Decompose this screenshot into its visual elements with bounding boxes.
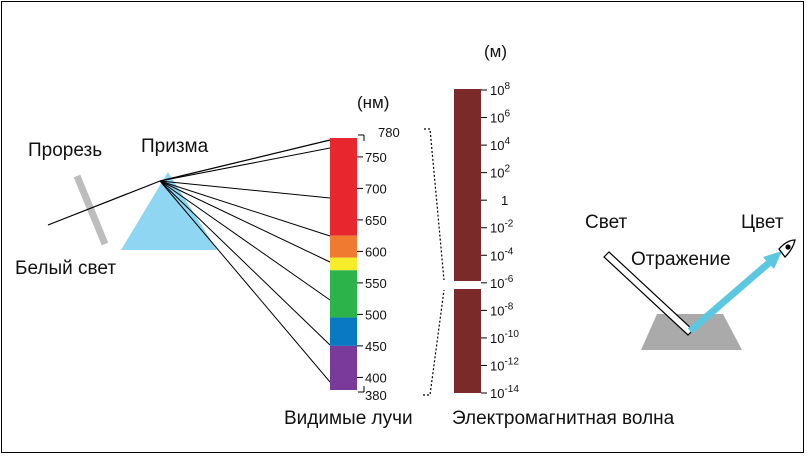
em-tick-label: 10-2 [490,219,514,236]
visible-tick-label: 700 [365,181,387,196]
em-tick-label: 1 [501,193,508,208]
dispersion-ray [159,147,331,182]
spectrum-band-blue [330,317,357,346]
em-wave-label: Электромагнитная волна [452,408,675,429]
em-tick-label: 10-6 [490,274,514,291]
zoom-connector-top [424,128,445,281]
em-bar-upper [454,89,481,281]
visible-tick-label: 650 [365,213,387,228]
visible-tick-label: 750 [365,150,387,165]
spectrum-band-violet [330,345,357,390]
light-label: Свет [585,212,628,233]
visible-tick-label: 450 [365,339,387,354]
prism-exit-ray [159,139,331,182]
prism [121,172,217,250]
spectrum-band-green [330,270,357,318]
visible-tick-label: 500 [365,307,387,322]
eye-icon [778,239,796,258]
visible-tick-label: 600 [365,244,387,259]
range-top-label: 780 [378,125,400,140]
range-bottom-label: 380 [365,388,387,403]
spectrum-band-orange [330,235,357,258]
em-tick-label: 106 [490,109,510,126]
dispersion-ray [159,180,331,301]
spectrum-band-red [330,138,357,236]
em-tick-label: 104 [490,136,510,153]
spectrum-band-yellow [330,257,357,271]
white-light-ray [47,180,161,226]
dispersion-ray [159,180,331,199]
slit-label: Прорезь [28,140,102,161]
dispersion-rays [159,147,331,383]
dispersion-ray [159,180,331,383]
white-light-label: Белый свет [15,258,116,279]
dispersion-ray [159,180,331,346]
em-tick-label: 10-8 [490,301,514,318]
em-tick-label: 10-4 [490,246,514,263]
em-tick-label: 102 [490,164,510,181]
em-spectrum-ticks: 108 106 104 102 1 10-2 10-4 10-6 10-8 10-10 10-12 1… [481,81,519,401]
zoom-connector-bottom [423,289,445,396]
reflected-color-ray [687,259,773,334]
em-tick-label: 10-12 [490,356,519,373]
visible-rays-label: Видимые лучи [284,408,413,429]
em-tick-label: 108 [490,81,510,98]
em-bar-lower [454,289,481,393]
dispersion-ray [159,180,331,263]
visible-tick-label: 550 [365,276,387,291]
reflection-label: Отражение [631,249,731,270]
prism-label: Призма [141,136,209,157]
slit [73,174,109,246]
em-tick-label: 10-14 [490,384,519,401]
m-unit-label: (м) [484,42,507,61]
dispersion-ray [159,180,331,237]
em-tick-label: 10-10 [490,329,519,346]
reflected-arrowhead [763,251,782,269]
visible-spectrum-ticks: 750 700 650 600 550 500 450 400 [357,150,387,385]
visible-spectrum-bar [330,138,357,390]
color-label: Цвет [741,212,784,233]
visible-tick-label: 400 [365,370,387,385]
nm-unit-label: (нм) [357,93,389,112]
